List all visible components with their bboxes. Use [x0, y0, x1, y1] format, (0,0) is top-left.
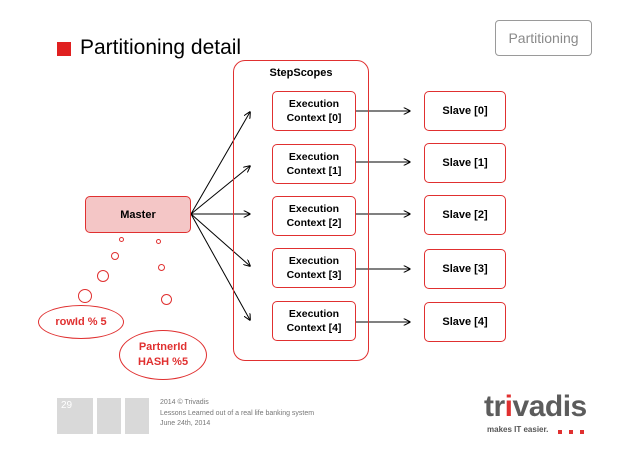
- logo-dot: [580, 430, 584, 434]
- context-line1: Execution: [288, 255, 340, 267]
- thought-dot: [158, 264, 165, 271]
- context-line1: Execution: [288, 203, 340, 215]
- slave-node-3: Slave [3]: [424, 249, 506, 289]
- thought-text: rowId % 5: [55, 315, 107, 328]
- footer-text: 2014 © Trivadis Lessons Learned out of a…: [160, 398, 314, 430]
- page-number: 29: [57, 398, 93, 434]
- footer-box: [125, 398, 149, 434]
- arrow-master-ctx1: [190, 166, 250, 215]
- context-line2: Context [1]: [286, 165, 342, 177]
- trivadis-logo: trivadis: [484, 390, 587, 423]
- arrow-master-ctx3: [190, 213, 250, 266]
- arrow-master-ctx4: [190, 213, 250, 320]
- thought-dot: [111, 252, 119, 260]
- thought-dot: [119, 237, 124, 242]
- slave-node-4: Slave [4]: [424, 302, 506, 342]
- thought-text-line2: HASH %5: [137, 356, 189, 368]
- context-line2: Context [3]: [286, 269, 342, 281]
- thought-text-line1: PartnerId: [138, 341, 188, 353]
- footer-date: June 24th, 2014: [160, 420, 211, 427]
- slave-node-2: Slave [2]: [424, 195, 506, 235]
- arrow-master-ctx0: [190, 112, 250, 215]
- context-line2: Context [0]: [286, 112, 342, 124]
- section-tag: Partitioning: [495, 20, 592, 56]
- thought-dot: [156, 239, 161, 244]
- thought-dot: [161, 294, 172, 305]
- logo-tagline: makes IT easier.: [487, 425, 549, 434]
- page-title: Partitioning detail: [80, 36, 242, 59]
- stepscopes-container: [233, 60, 369, 361]
- master-node: Master: [85, 196, 191, 233]
- title-bullet-square: [57, 42, 71, 56]
- context-line1: Execution: [288, 151, 340, 163]
- thought-bubble-rowid: rowId % 5: [38, 305, 124, 339]
- slave-node-1: Slave [1]: [424, 143, 506, 183]
- footer-copyright: 2014 © Trivadis: [160, 399, 209, 406]
- context-line2: Context [4]: [286, 322, 342, 334]
- context-line1: Execution: [288, 98, 340, 110]
- slave-node-0: Slave [0]: [424, 91, 506, 131]
- thought-dot: [78, 289, 92, 303]
- context-line2: Context [2]: [286, 217, 342, 229]
- thought-dot: [97, 270, 109, 282]
- footer-box: [97, 398, 121, 434]
- stepscopes-label: StepScopes: [269, 67, 333, 79]
- logo-dot: [569, 430, 573, 434]
- context-line1: Execution: [288, 308, 340, 320]
- logo-dot: [558, 430, 562, 434]
- footer-talk-title: Lessons Learned out of a real life banki…: [160, 409, 315, 417]
